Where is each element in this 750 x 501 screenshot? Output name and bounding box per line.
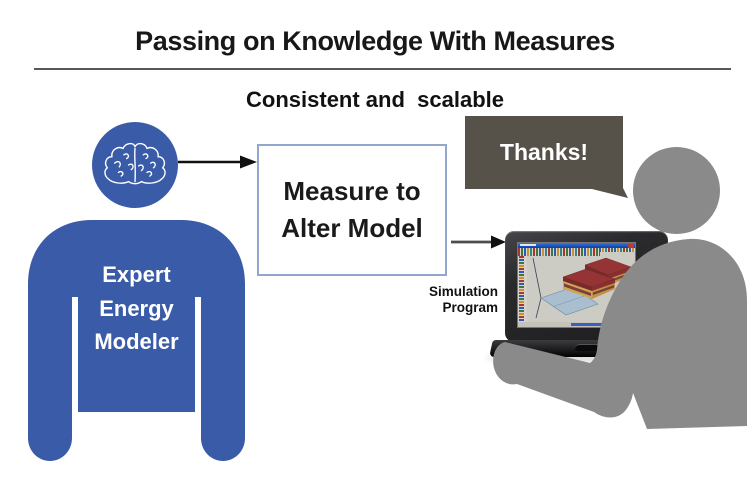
page-title: Passing on Knowledge With Measures — [135, 26, 615, 56]
app-titlebar — [518, 243, 635, 248]
simulation-program-line: Program — [442, 299, 498, 315]
laptop-shadow — [486, 352, 652, 363]
simulation-app-window — [517, 242, 636, 328]
arrow-brain-to-measure — [178, 155, 257, 169]
building-graphic-front — [562, 268, 616, 299]
arrow-measure-to-laptop — [451, 235, 506, 249]
subtitle: Consistent and scalable — [246, 87, 504, 112]
app-toolbar-second-row — [518, 252, 600, 256]
modeler-role-line: Expert — [102, 262, 171, 287]
app-title-text — [520, 244, 536, 246]
measure-box-line: Measure to — [283, 176, 421, 206]
speech-bubble-tail — [588, 188, 628, 198]
app-statusbar — [518, 322, 635, 327]
modeler-role-line: Modeler — [94, 329, 179, 354]
simulation-program-line: Simulation — [428, 284, 498, 299]
recipient-head — [633, 147, 720, 234]
app-side-toolbar — [518, 256, 527, 322]
modeler-role-line: Energy — [99, 295, 174, 321]
title-divider — [34, 68, 731, 71]
measure-to-alter-model-box: Measure to Alter Model — [257, 144, 447, 276]
speech-bubble: Thanks! — [465, 116, 623, 189]
close-icon — [628, 243, 634, 248]
speech-bubble-text: Thanks! — [499, 139, 589, 165]
laptop — [505, 231, 668, 342]
floor-plane-graphic — [540, 286, 599, 316]
brain-icon — [92, 122, 178, 208]
recipient-body — [493, 238, 747, 429]
measure-box-line: Alter Model — [281, 213, 423, 243]
modeler-role-label: Expert Energy Modeler — [78, 258, 195, 359]
app-toolbar — [518, 248, 635, 252]
simulation-program-label: Simulation Program — [398, 284, 498, 315]
app-status-chunk — [570, 323, 606, 326]
modeler-body — [28, 220, 245, 461]
